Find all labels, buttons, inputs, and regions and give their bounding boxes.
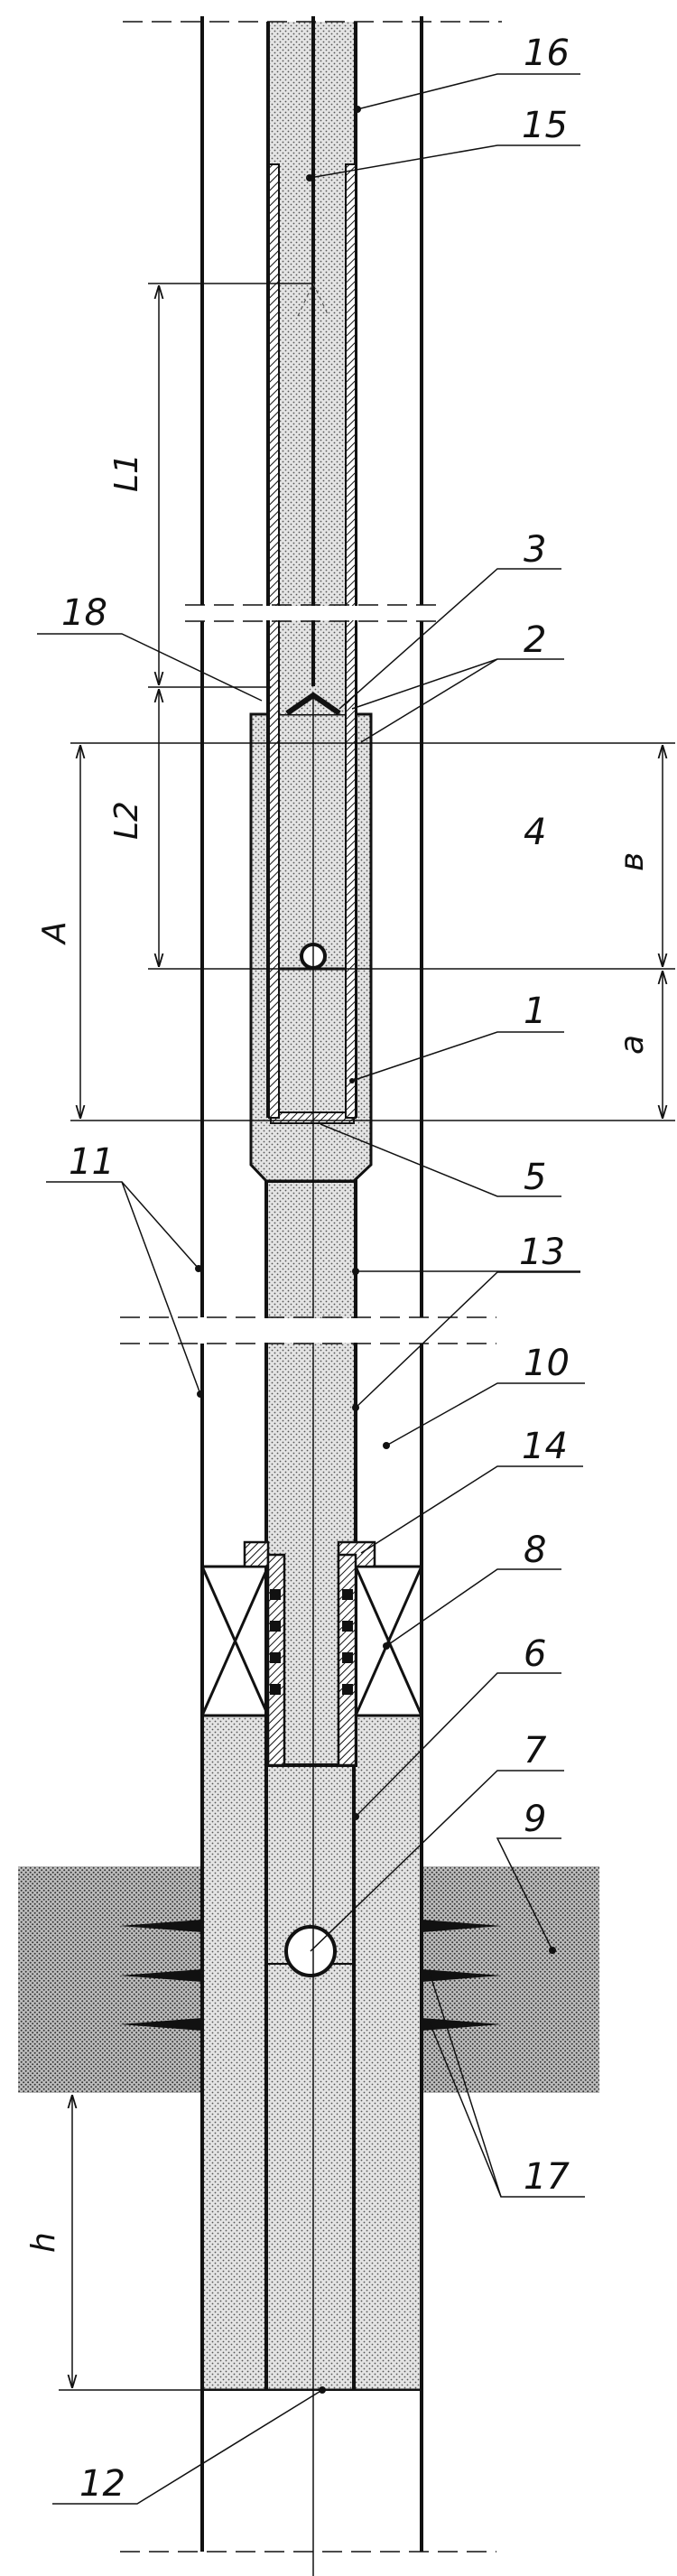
label-18: 18 — [61, 592, 107, 634]
label-14: 14 — [522, 1426, 568, 1467]
label-5: 5 — [524, 1157, 546, 1198]
label-2: 2 — [524, 619, 546, 661]
label-8: 8 — [524, 1530, 546, 1571]
label-16: 16 — [524, 33, 570, 74]
label-4: 4 — [524, 812, 546, 853]
dim-a: a — [614, 1035, 651, 1055]
plate-5 — [271, 1112, 354, 1123]
label-1: 1 — [524, 990, 546, 1032]
housing-6 — [202, 1716, 422, 2390]
label-15: 15 — [522, 105, 568, 146]
dim-L2: L2 — [108, 801, 145, 840]
label-12: 12 — [79, 2463, 125, 2505]
sleeve-2-right — [346, 164, 356, 1118]
dim-A: A — [36, 921, 73, 945]
sleeve-2-left — [269, 164, 279, 1118]
dim-b: в — [614, 852, 651, 871]
label-3: 3 — [524, 529, 546, 571]
label-6: 6 — [524, 1633, 546, 1675]
label-17: 17 — [524, 2156, 570, 2198]
label-13: 13 — [519, 1232, 565, 1273]
label-7: 7 — [524, 1730, 547, 1772]
dim-h: h — [25, 2232, 62, 2253]
dim-L1: L1 — [108, 453, 145, 492]
label-11: 11 — [69, 1141, 115, 1183]
label-10: 10 — [524, 1343, 570, 1384]
label-9: 9 — [524, 1799, 546, 1840]
